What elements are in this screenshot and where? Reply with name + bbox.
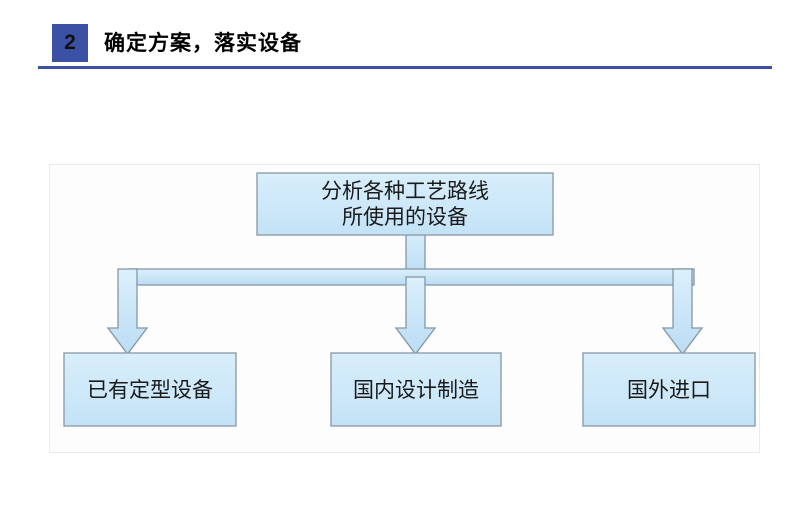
node-box-child-1-label: 已有定型设备 <box>87 378 213 402</box>
section-number-badge: 2 <box>52 24 88 62</box>
node-box-root-line-1: 分析各种工艺路线 <box>321 179 489 203</box>
node-box-root[interactable] <box>256 172 554 236</box>
node-box-child-3-label: 国外进口 <box>627 378 711 402</box>
node-box-child-1[interactable] <box>63 352 237 427</box>
node-box-child-2-label: 国内设计制造 <box>353 378 479 402</box>
node-box-root-line-2: 所使用的设备 <box>342 205 468 229</box>
connector-branch-arrow-center <box>394 276 437 356</box>
node-box-child-2[interactable] <box>330 352 502 427</box>
connector-branch-arrow-right <box>661 268 704 356</box>
slide-header: 2 确定方案，落实设备 <box>0 0 808 80</box>
connector-branch-arrow-left <box>106 268 149 356</box>
diagram-panel: 分析各种工艺路线 所使用的设备 已有定型设备 国内设计制造 国外进口 <box>49 164 760 453</box>
flowchart-canvas: 分析各种工艺路线 所使用的设备 已有定型设备 国内设计制造 国外进口 <box>63 172 756 427</box>
page-title: 确定方案，落实设备 <box>104 31 302 55</box>
header-divider <box>38 66 772 69</box>
node-box-child-3[interactable] <box>582 352 756 427</box>
